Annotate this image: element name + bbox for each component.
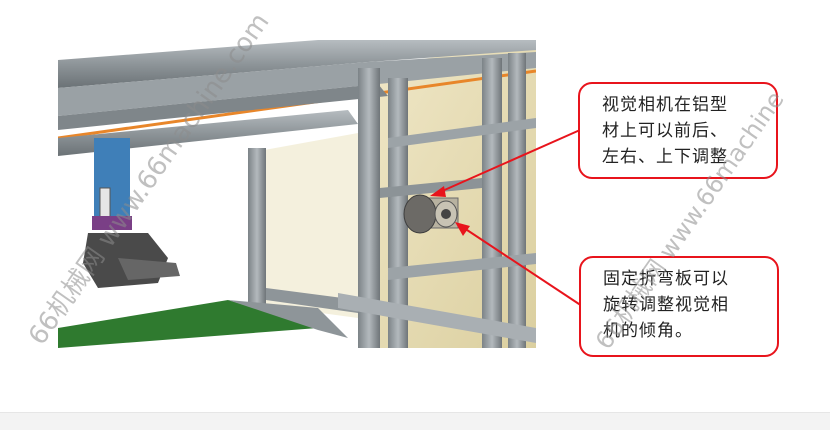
camera-frame-cad-image	[58, 38, 536, 348]
actuator-rod	[99, 187, 111, 219]
conveyor-rail	[228, 300, 348, 338]
camera-lens	[441, 209, 451, 219]
post-right-2	[508, 53, 526, 348]
lower-rail	[266, 288, 358, 313]
callout-bracket-tilt: 固定折弯板可以 旋转调整视觉相 机的倾角。	[579, 256, 779, 357]
bottom-band	[0, 412, 830, 430]
top-beam-2	[58, 52, 536, 116]
callout-camera-adjust: 视觉相机在铝型 材上可以前后、 左右、上下调整	[578, 82, 778, 179]
post-right	[482, 58, 502, 348]
camera-body	[403, 194, 437, 234]
cross-beam	[58, 110, 358, 156]
green-conveyor	[58, 300, 318, 348]
post-left	[248, 148, 266, 308]
gripper-arm	[118, 258, 180, 280]
lower-beam	[338, 293, 536, 343]
clamp-block	[92, 216, 132, 230]
top-beam-1	[58, 40, 536, 88]
post-mid	[358, 68, 380, 348]
inner-panel	[248, 133, 358, 318]
blue-actuator	[94, 138, 130, 218]
top-beam-3	[58, 84, 388, 130]
